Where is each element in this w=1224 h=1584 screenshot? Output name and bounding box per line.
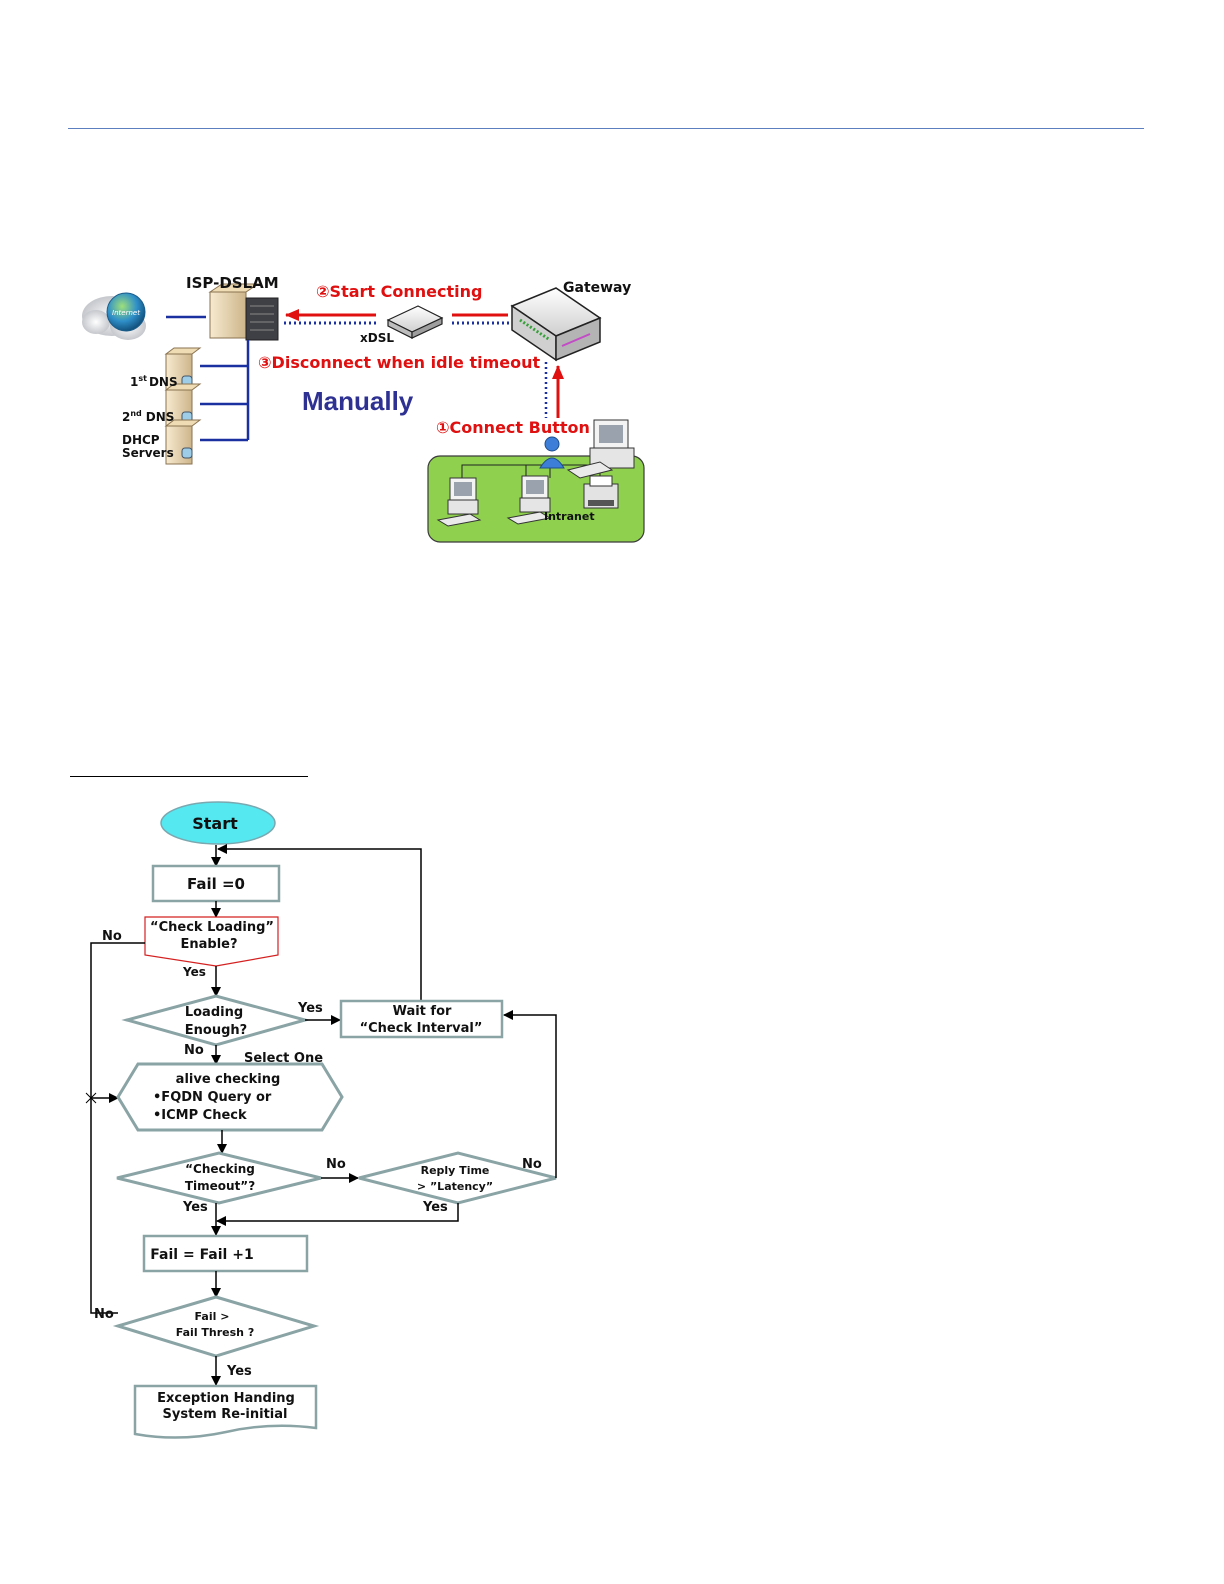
- yes-label: Yes: [182, 965, 206, 979]
- wait-loop-arrow: [217, 844, 422, 1000]
- alive-label-1: alive checking: [176, 1072, 281, 1087]
- intranet-label: Intranet: [544, 510, 595, 523]
- timeout-label-1: “Checking: [185, 1162, 255, 1176]
- reply-label-1: Reply Time: [421, 1164, 490, 1177]
- exception-node: [133, 1384, 318, 1439]
- flowchart: Start Fail =0 “Check Loading” Enable? No…: [85, 801, 557, 1439]
- checking-timeout-node: [116, 1151, 322, 1205]
- mode-label: Manually: [302, 386, 414, 416]
- exception-label-1: Exception Handing: [157, 1391, 295, 1406]
- user-icon: [539, 436, 565, 469]
- reply-yes-arrow: [216, 1203, 459, 1226]
- admin-pc-icon: [566, 419, 635, 479]
- select-one-label: Select One: [244, 1051, 323, 1066]
- no-label: No: [94, 1307, 114, 1322]
- fail-thresh-node: [112, 1295, 320, 1358]
- step3-label: ③Disconnect when idle timeout: [258, 353, 541, 372]
- gateway-label: Gateway: [563, 280, 631, 296]
- dhcp-server-icon: [164, 419, 202, 465]
- dhcp-label-line1: DHCP: [122, 433, 160, 447]
- no-label: No: [102, 929, 122, 944]
- alive-label-3: •ICMP Check: [153, 1108, 247, 1123]
- no-label: No: [184, 1043, 204, 1058]
- printer-icon: [583, 475, 619, 509]
- reply-no-arrow: [503, 1010, 557, 1178]
- isp-dslam-label: ISP-DSLAM: [186, 274, 279, 292]
- check-loading-label-2: Enable?: [180, 937, 237, 952]
- server-bus-lines: [200, 340, 250, 442]
- internet-cloud-icon: Internet: [82, 292, 146, 340]
- step1-label: ①Connect Button: [436, 418, 590, 437]
- check-loading-label-1: “Check Loading”: [150, 920, 274, 935]
- alive-label-2: •FQDN Query or: [153, 1090, 272, 1105]
- thresh-label-2: Fail Thresh ?: [176, 1326, 254, 1339]
- no-return-line: [90, 942, 145, 1314]
- reply-label-2: > ”Latency”: [417, 1180, 493, 1193]
- wait-interval-node: [339, 999, 504, 1039]
- fail-zero-label: Fail =0: [187, 875, 245, 893]
- loading-label-1: Loading: [185, 1005, 243, 1020]
- start-label: Start: [192, 814, 238, 833]
- fail-inc-label: Fail = Fail +1: [150, 1247, 253, 1263]
- intranet-pc-icon: [436, 477, 482, 527]
- loading-label-2: Enough?: [185, 1023, 247, 1038]
- internet-label: Internet: [112, 309, 140, 317]
- network-diagram: Internet ISP-DSLAM xDSL: [82, 274, 645, 543]
- thresh-label-1: Fail >: [195, 1310, 230, 1323]
- timeout-label-2: Timeout”?: [185, 1179, 255, 1193]
- no-label: No: [522, 1157, 542, 1172]
- header-rule: [68, 128, 1144, 129]
- gateway-icon: [510, 287, 602, 362]
- wait-label-1: Wait for: [393, 1004, 452, 1019]
- yes-label: Yes: [297, 1001, 323, 1016]
- fail-increment-node: [142, 1234, 309, 1273]
- alive-checking-node: [116, 1062, 344, 1132]
- yes-label: Yes: [182, 1200, 208, 1215]
- exception-label-2: System Re-initial: [163, 1407, 288, 1422]
- xdsl-label: xDSL: [360, 331, 394, 345]
- intranet-pc-icon: [506, 475, 552, 525]
- yes-label: Yes: [226, 1364, 252, 1379]
- section-underline: [70, 776, 308, 777]
- xdsl-modem-icon: [386, 305, 444, 339]
- isp-dslam-icon: [208, 283, 279, 341]
- step2-label: ②Start Connecting: [316, 282, 482, 301]
- yes-label: Yes: [422, 1200, 448, 1215]
- no-label: No: [326, 1157, 346, 1172]
- wait-label-2: “Check Interval”: [360, 1021, 483, 1036]
- dhcp-label-line2: Servers: [122, 446, 174, 460]
- check-loading-node: [144, 916, 279, 967]
